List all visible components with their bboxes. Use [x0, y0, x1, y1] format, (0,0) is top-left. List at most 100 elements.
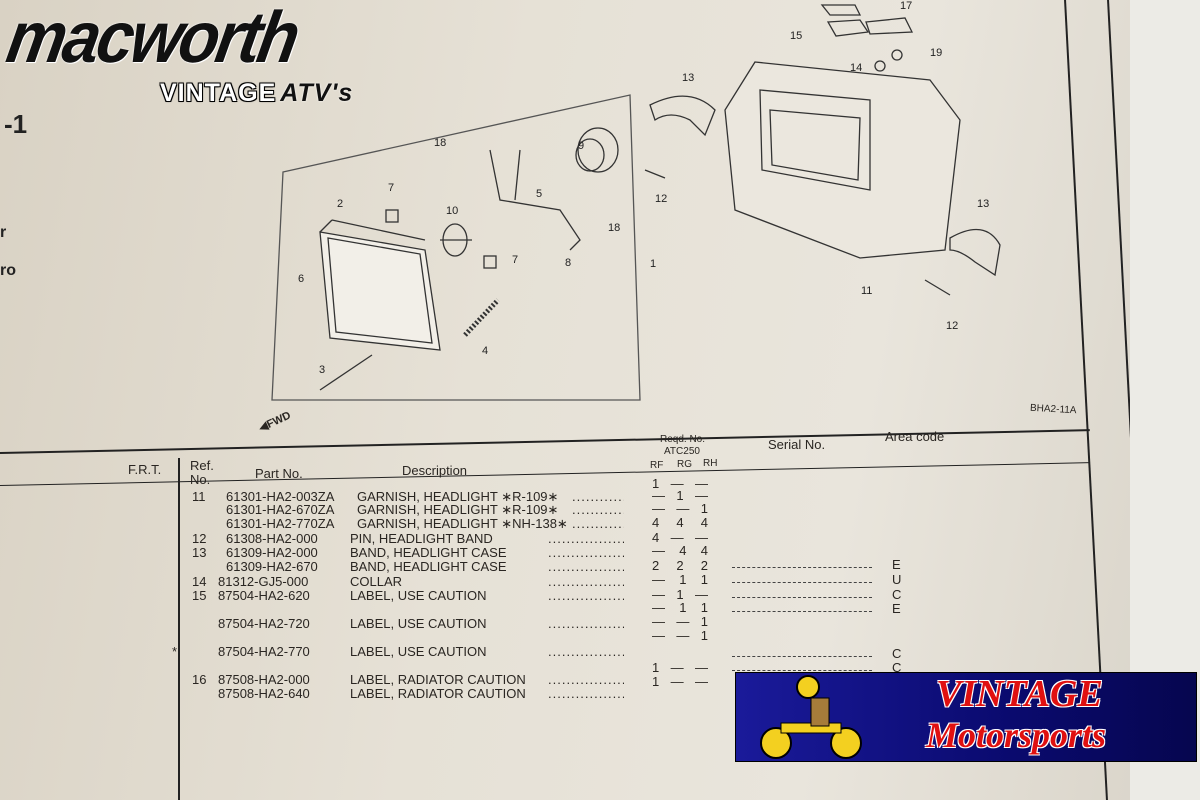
- quantity-rg: —: [670, 530, 684, 545]
- quantity-rg: 1: [676, 488, 684, 503]
- quantity-rh: 1: [700, 614, 708, 629]
- text-fragment: ro: [0, 262, 16, 279]
- part-number: 61301-HA2-670ZA: [226, 502, 335, 517]
- leader-dots: ........................................: [572, 517, 624, 530]
- quantity-rf: —: [652, 572, 665, 587]
- quantity-rg: —: [676, 501, 690, 516]
- quantity-rg: 4: [679, 543, 687, 558]
- quantity-rf: 4: [652, 530, 660, 545]
- serial-no-blank: [732, 656, 872, 657]
- header-description: Description: [402, 463, 468, 478]
- header-part-no: Part No.: [255, 466, 303, 481]
- leader-dots: ........................................: [548, 575, 624, 588]
- description: LABEL, USE CAUTION: [350, 644, 487, 659]
- callout-18: 18: [608, 222, 621, 234]
- callout-8: 8: [565, 257, 572, 269]
- callout-4: 4: [482, 345, 489, 357]
- leader-dots: ........................................: [572, 503, 624, 516]
- header-frt: F.R.T.: [128, 462, 162, 477]
- pin: [924, 279, 951, 296]
- header-serial-no: Serial No.: [768, 437, 826, 452]
- header-col-rg: RG: [677, 459, 692, 470]
- ref-number: 12: [192, 531, 207, 546]
- quantity-rh: —: [694, 488, 708, 503]
- leader-dots: ........................................: [548, 546, 624, 559]
- callout-12: 12: [655, 193, 668, 205]
- callout-19: 19: [930, 47, 943, 59]
- socket-ring: [575, 127, 619, 173]
- assembly-frame: [271, 94, 641, 401]
- callout-2: 2: [337, 198, 344, 210]
- spring: [463, 298, 500, 337]
- quantity-rf: 4: [652, 515, 660, 530]
- quantity-row: —1—: [652, 488, 708, 503]
- quantity-row: 4——: [652, 530, 708, 545]
- quantity-rg: 4: [676, 515, 684, 530]
- banner-motorsports-text: Motorsports: [926, 715, 1107, 755]
- column-divider: [178, 458, 180, 800]
- area-code: C: [892, 646, 902, 661]
- ref-number: 15: [192, 588, 207, 603]
- leader-dots: ........................................: [548, 617, 624, 630]
- callout-11: 11: [861, 285, 873, 297]
- table-header-rule: [0, 462, 1090, 486]
- pin: [644, 169, 666, 179]
- callout-13: 13: [682, 72, 695, 84]
- part-number: 61301-HA2-770ZA: [226, 516, 335, 531]
- bracket: [489, 149, 581, 251]
- quantity-rh: 4: [700, 543, 708, 558]
- description: PIN, HEADLIGHT BAND: [350, 531, 493, 546]
- serial-no-blank: [732, 611, 872, 612]
- callout-13: 13: [977, 198, 990, 210]
- callout-12: 12: [946, 320, 959, 332]
- part-number: 61308-HA2-000: [226, 531, 318, 546]
- leader-dots: ........................................: [548, 532, 624, 545]
- nut-19: [891, 49, 903, 61]
- nut: [483, 255, 497, 269]
- area-code: C: [892, 587, 902, 602]
- quantity-row: 1——: [652, 674, 708, 689]
- quantity-rh: —: [694, 476, 708, 491]
- part-number: 87504-HA2-620: [218, 588, 310, 603]
- quantity-rf: —: [652, 501, 665, 516]
- section-number-fragment: -1: [4, 109, 28, 139]
- part-number: 61309-HA2-670: [226, 559, 318, 574]
- headlight-band: [649, 95, 1001, 277]
- quantity-rg: —: [676, 628, 690, 643]
- vintage-motorsports-banner: VINTAGE Motorsports: [735, 672, 1197, 762]
- header-area-code: Area code: [885, 429, 945, 444]
- quantity-rh: —: [694, 660, 708, 675]
- quantity-rf: 1: [652, 476, 660, 491]
- leader-dots: ........................................: [548, 589, 624, 602]
- serial-no-blank: [732, 582, 872, 583]
- rider-atv-icon: [760, 675, 862, 759]
- diagram-code: BHA2-11A: [1029, 402, 1077, 417]
- leader-dots: ........................................: [548, 687, 624, 700]
- quantity-row: ——1: [652, 628, 708, 643]
- adjacent-page: [1130, 0, 1200, 800]
- header-model: ATC250: [664, 446, 700, 457]
- leader-dots: ........................................: [548, 560, 624, 573]
- part-number: 87504-HA2-770: [218, 644, 310, 659]
- quantity-row: ——1: [652, 501, 708, 516]
- label-17: [865, 17, 914, 35]
- quantity-rg: 2: [676, 558, 684, 573]
- quantity-rh: 1: [700, 572, 708, 587]
- quantity-rf: —: [652, 543, 665, 558]
- quantity-rg: 1: [676, 587, 684, 602]
- quantity-rh: —: [694, 587, 708, 602]
- description: GARNISH, HEADLIGHT ∗R-109∗: [357, 502, 559, 517]
- quantity-rg: —: [670, 674, 684, 689]
- quantity-rg: 1: [679, 572, 687, 587]
- quantity-rg: —: [676, 614, 690, 629]
- label-top: [820, 4, 862, 16]
- callout-9: 9: [578, 140, 585, 152]
- quantity-row: —1—: [652, 587, 708, 602]
- description: GARNISH, HEADLIGHT ∗R-109∗: [357, 489, 559, 504]
- quantity-rh: 1: [700, 600, 708, 615]
- headlight-exploded-diagram: [271, 4, 1001, 401]
